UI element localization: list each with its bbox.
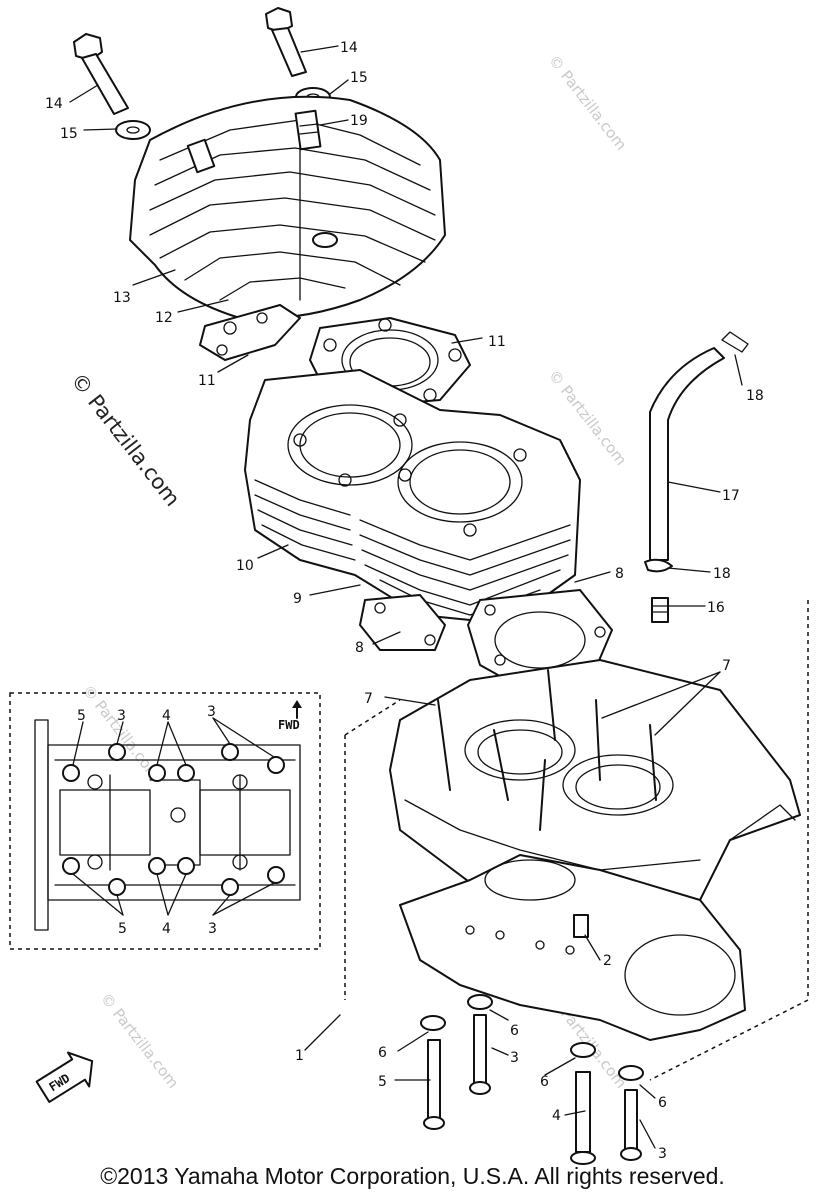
callouts: 14 14 15 15 19 13 12 11 11 18 17 10 9 8 …: [45, 40, 764, 1162]
head-gasket: [199, 304, 301, 361]
washer-left: [115, 120, 151, 140]
leader-lines: [69, 45, 743, 1149]
callout-12: 12: [155, 310, 173, 326]
inset-fwd-label: FWD: [278, 718, 300, 732]
callout-6: 6: [378, 1045, 387, 1061]
upper-crankcase: [389, 659, 801, 931]
watermark: © Partzilla.com: [66, 368, 185, 510]
callout-18: 18: [713, 566, 731, 582]
head-bolt-left: [73, 33, 129, 115]
inset-callout-5: 5: [118, 921, 127, 937]
watermark: © Partzilla.com: [545, 51, 630, 153]
callout-10: 10: [236, 558, 254, 574]
callout-17: 17: [722, 488, 740, 504]
callout-18: 18: [746, 388, 764, 404]
callout-7: 7: [722, 658, 731, 674]
inset-callout-3: 3: [117, 708, 126, 724]
inset-callout-3: 3: [207, 704, 216, 720]
callout-11: 11: [488, 334, 506, 350]
callout-3: 3: [658, 1146, 667, 1162]
inset-callout-3: 3: [208, 921, 217, 937]
callout-2: 2: [603, 953, 612, 969]
inset-callout-4: 4: [162, 708, 171, 724]
callout-1: 1: [295, 1048, 304, 1064]
base-gasket-left: [359, 594, 446, 651]
callout-8: 8: [615, 566, 624, 582]
callout-6: 6: [540, 1074, 549, 1090]
callout-6: 6: [510, 1023, 519, 1039]
callout-6: 6: [658, 1095, 667, 1111]
bolt-sequence-inset: 5 3 4 3 5 4 3 FWD: [9, 692, 321, 950]
lower-crankcase: [399, 854, 746, 1041]
callout-14: 14: [340, 40, 358, 56]
head-bolt-right: [265, 7, 307, 77]
callout-19: 19: [350, 113, 368, 129]
callout-4: 4: [552, 1108, 561, 1124]
callout-8: 8: [355, 640, 364, 656]
callout-9: 9: [293, 591, 302, 607]
cylinder-head: [129, 95, 446, 320]
crankcase-outline: [344, 600, 809, 1081]
callout-13: 13: [113, 290, 131, 306]
callout-15: 15: [60, 126, 78, 142]
callout-16: 16: [707, 600, 725, 616]
fwd-arrow: FWD: [35, 1051, 94, 1103]
breather-hose: [644, 331, 749, 623]
callout-5: 5: [378, 1074, 387, 1090]
callout-15: 15: [350, 70, 368, 86]
cylinder-block: [244, 369, 581, 621]
inset-callout-5: 5: [77, 708, 86, 724]
inset-callout-4: 4: [162, 921, 171, 937]
callout-7: 7: [364, 691, 373, 707]
copyright-notice: ©2013 Yamaha Motor Corporation, U.S.A. A…: [100, 1163, 725, 1189]
callout-11: 11: [198, 373, 216, 389]
callout-14: 14: [45, 96, 63, 112]
watermark: © Partzilla.com: [97, 989, 182, 1091]
callout-3: 3: [510, 1050, 519, 1066]
